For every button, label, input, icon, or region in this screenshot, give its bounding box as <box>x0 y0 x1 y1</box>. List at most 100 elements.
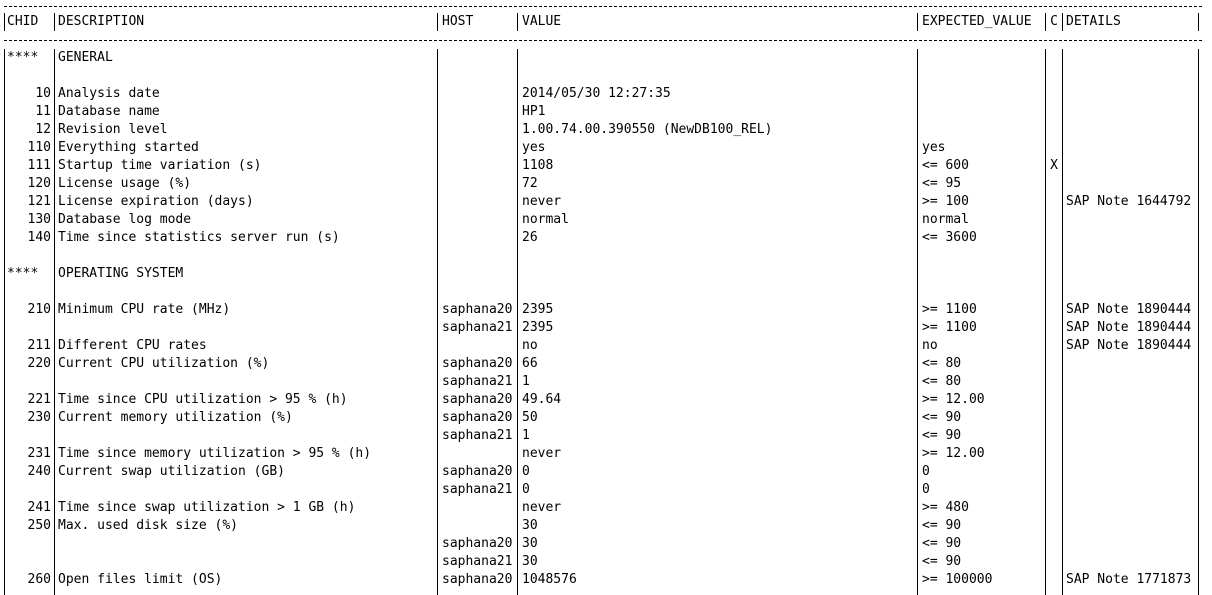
cell-value: 2395 <box>522 302 554 317</box>
cell-expected <box>922 49 1044 67</box>
cell-value: yes <box>522 140 546 155</box>
cell-chid <box>7 553 51 571</box>
column-separator <box>1045 13 1046 31</box>
cell-host: saphana21 <box>442 482 513 497</box>
cell-c-flag: X <box>1050 158 1058 173</box>
cell-chid <box>7 283 51 301</box>
cell-value <box>522 265 916 283</box>
cell-description: OPERATING SYSTEM <box>58 266 184 281</box>
cell-host <box>442 445 516 463</box>
cell-chid: 120 <box>27 176 51 191</box>
cell-chid <box>7 373 51 391</box>
cell-value: 1 <box>522 428 530 443</box>
cell-chid <box>7 427 51 445</box>
cell-expected <box>922 85 1044 103</box>
cell-details <box>1066 121 1200 139</box>
top-dashed-rule <box>4 6 1202 7</box>
cell-host <box>442 157 516 175</box>
cell-host <box>442 139 516 157</box>
cell-host <box>442 265 516 283</box>
cell-expected: >= 12.00 <box>922 392 985 407</box>
cell-c-flag <box>1048 355 1060 373</box>
cell-c-flag <box>1048 499 1060 517</box>
cell-c-flag <box>1048 85 1060 103</box>
cell-chid: 12 <box>35 122 51 137</box>
cell-expected <box>922 283 1044 301</box>
cell-host: saphana20 <box>442 356 513 371</box>
cell-value: 1.00.74.00.390550 (NewDB100_REL) <box>522 122 773 137</box>
cell-value: 1108 <box>522 158 554 173</box>
cell-description <box>58 481 436 499</box>
table-row <box>0 283 1212 301</box>
cell-host <box>442 103 516 121</box>
cell-host <box>442 175 516 193</box>
cell-chid <box>7 247 51 265</box>
cell-description: Minimum CPU rate (MHz) <box>58 302 231 317</box>
cell-host: saphana21 <box>442 374 513 389</box>
cell-host <box>442 517 516 535</box>
column-separator <box>517 13 518 31</box>
cell-value: 72 <box>522 176 538 191</box>
cell-value <box>522 247 916 265</box>
cell-description: Time since CPU utilization > 95 % (h) <box>58 392 348 407</box>
cell-c-flag <box>1048 301 1060 319</box>
header-details: DETAILS <box>1066 14 1121 29</box>
cell-value <box>522 67 916 85</box>
cell-description: Database name <box>58 104 160 119</box>
cell-chid: 121 <box>27 194 51 209</box>
cell-host: saphana20 <box>442 572 513 587</box>
cell-chid: 260 <box>27 572 51 587</box>
cell-details <box>1066 499 1200 517</box>
header-c: C <box>1050 14 1058 29</box>
column-separator <box>917 49 918 595</box>
cell-value: 0 <box>522 464 530 479</box>
cell-c-flag <box>1048 571 1060 589</box>
cell-chid: 11 <box>35 104 51 119</box>
cell-details <box>1066 103 1200 121</box>
cell-description: Time since swap utilization > 1 GB (h) <box>58 500 356 515</box>
cell-value: 49.64 <box>522 392 562 407</box>
cell-description: Startup time variation (s) <box>58 158 262 173</box>
cell-expected: <= 600 <box>922 158 969 173</box>
cell-description <box>58 535 436 553</box>
cell-details <box>1066 85 1200 103</box>
cell-host: saphana20 <box>442 410 513 425</box>
cell-host <box>442 283 516 301</box>
cell-chid <box>7 319 51 337</box>
cell-description <box>58 67 436 85</box>
cell-value: 66 <box>522 356 538 371</box>
cell-chid: 111 <box>27 158 51 173</box>
cell-chid: 140 <box>27 230 51 245</box>
cell-c-flag <box>1048 337 1060 355</box>
column-separator <box>1198 13 1199 31</box>
cell-value: 1 <box>522 374 530 389</box>
cell-host: saphana21 <box>442 428 513 443</box>
column-separator <box>1062 49 1063 595</box>
cell-value: 30 <box>522 536 538 551</box>
cell-description: Everything started <box>58 140 199 155</box>
cell-description <box>58 373 436 391</box>
cell-chid: 10 <box>35 86 51 101</box>
cell-expected: >= 100000 <box>922 572 993 587</box>
cell-expected: yes <box>922 140 946 155</box>
cell-details <box>1066 247 1200 265</box>
cell-description: License expiration (days) <box>58 194 254 209</box>
cell-details <box>1066 157 1200 175</box>
cell-description: Revision level <box>58 122 168 137</box>
cell-description: Different CPU rates <box>58 338 207 353</box>
cell-details <box>1066 373 1200 391</box>
cell-c-flag <box>1048 247 1060 265</box>
cell-details: SAP Note 1890444 <box>1066 302 1192 317</box>
cell-expected: >= 480 <box>922 500 969 515</box>
cell-chid: 211 <box>27 338 51 353</box>
cell-value: normal <box>522 212 569 227</box>
